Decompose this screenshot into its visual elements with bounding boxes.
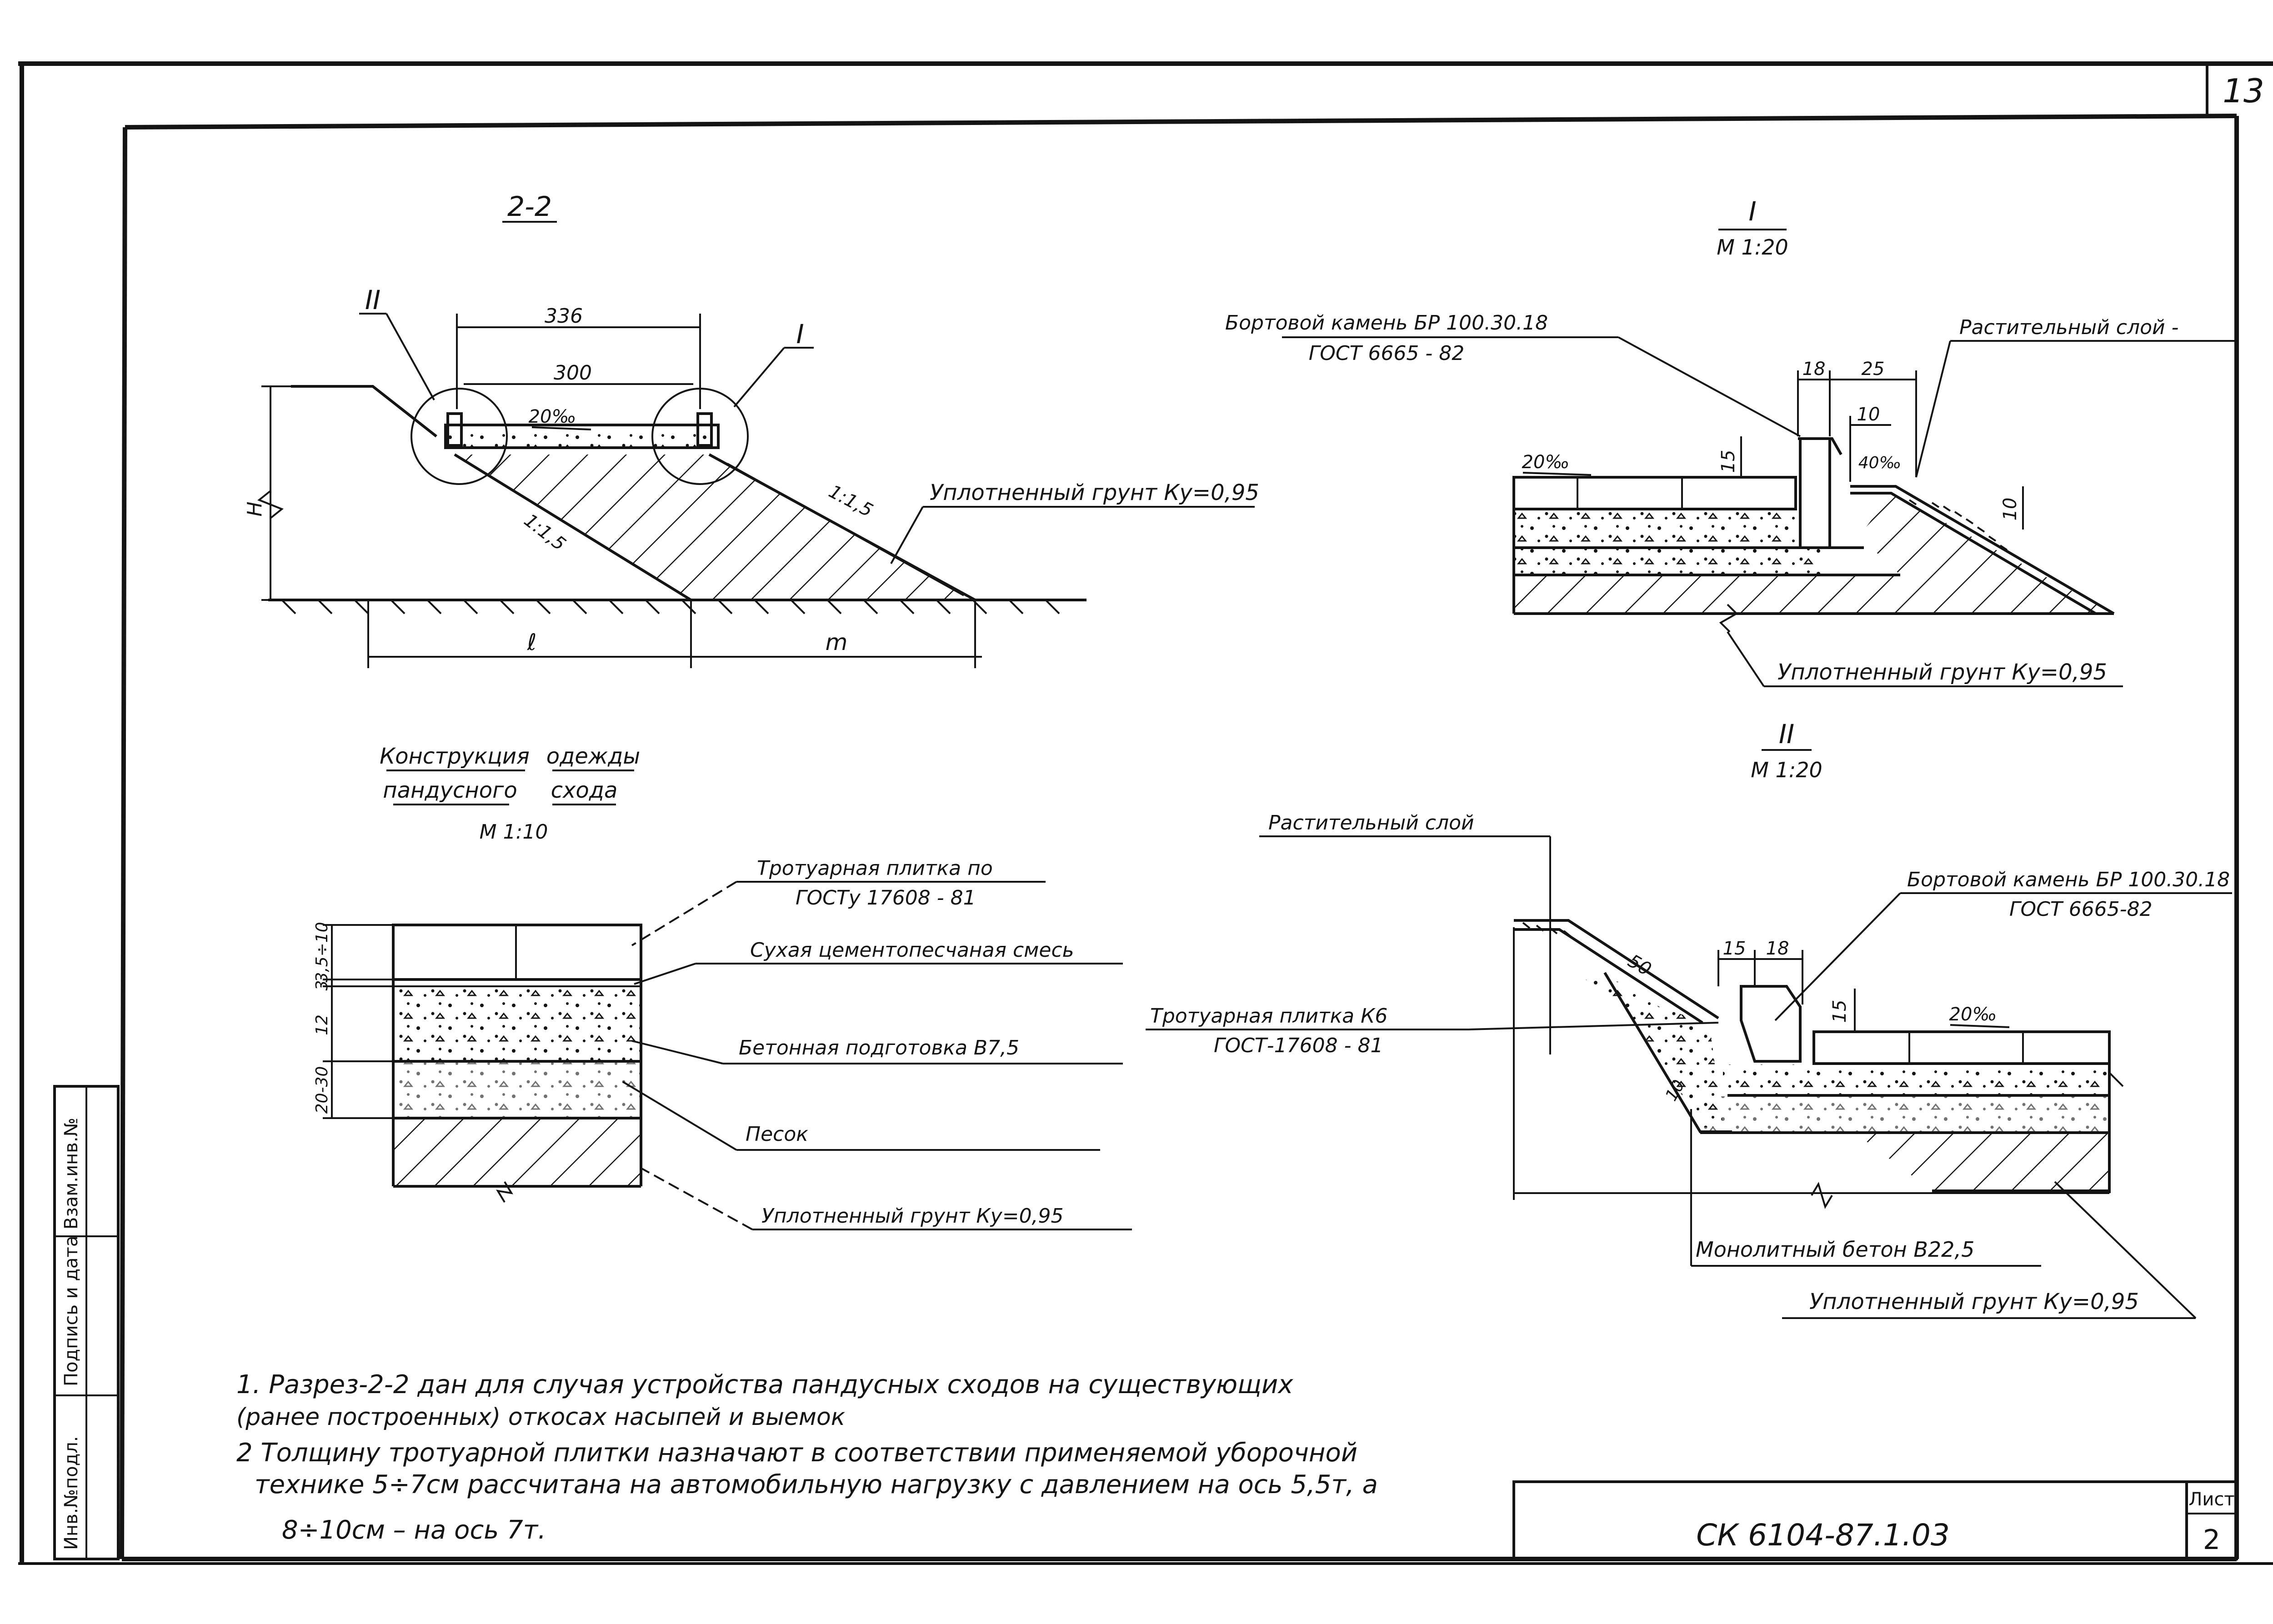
dim-l: ℓ: [527, 629, 537, 655]
pavement-layer-5: Уплотненный грунт Ку=0,95: [761, 1204, 1064, 1228]
detail-I-curb-label-2: ГОСТ 6665 - 82: [1309, 342, 1465, 365]
detail-II-title: II: [1779, 719, 1794, 750]
pavement-layer-1: Тротуарная плитка по: [757, 857, 993, 880]
detail-I-title: I: [1748, 196, 1756, 227]
slope-right: 1:1,5: [825, 481, 876, 521]
note-line-1: 1. Разрез-2-2 дан для случая устройства …: [236, 1370, 1293, 1399]
detail-I: I М 1:20 Бортовой камень БР 100.30.18 ГО…: [1225, 196, 2237, 687]
detail-I-dim-10a: 10: [1857, 404, 1880, 425]
pavement-dim-4: 20-30: [313, 1066, 331, 1114]
note-line-5: 8÷10см – на ось 7т.: [282, 1515, 546, 1545]
detail-I-slope-40: 40‰: [1858, 454, 1901, 472]
detail-I-dim-15: 15: [1718, 450, 1739, 473]
sheet-frame: [18, 61, 2273, 1565]
pavement-title-2a: пандусного: [383, 778, 517, 803]
ground-ticks: [281, 599, 1060, 615]
detail-I-veg-label: Растительный слой -: [1959, 316, 2178, 339]
section-2-2-title: 2-2: [507, 191, 552, 223]
detail-II-tile-label-1: Тротуарная плитка К6: [1150, 1004, 1387, 1028]
detail-I-slope-20: 20‰: [1522, 452, 1570, 473]
pavement-dim-2: 3: [313, 980, 331, 991]
detail-I-dim-25: 25: [1862, 359, 1885, 380]
detail-II-scale: М 1:20: [1751, 758, 1822, 782]
detail-II-slope-20: 20‰: [1949, 1004, 1997, 1025]
stamp-signature-date: Подпись и дата: [61, 1236, 82, 1386]
detail-I-soil-label: Уплотненный грунт Ку=0,95: [1777, 660, 2107, 685]
detail-II-dim-15b: 15: [1829, 1000, 1850, 1023]
detail-II: II М 1:20 Растительный слой Бортовой кам…: [1146, 719, 2232, 1319]
detail-II-dim-15a: 15: [1723, 938, 1746, 959]
dim-m: m: [826, 629, 848, 655]
pavement-layer-4: Песок: [746, 1123, 808, 1146]
pavement-layer-3: Бетонная подготовка В7,5: [739, 1036, 1019, 1059]
section-2-2: 2-2 II I 336 300 20‰: [243, 191, 1259, 668]
detail-II-concrete-label: Монолитный бетон В22,5: [1696, 1237, 1974, 1262]
stamp-vzam-inv: Взам.инв.№: [61, 1118, 82, 1229]
section-soil-label: Уплотненный грунт Ку=0,95: [930, 480, 1259, 505]
detail-II-veg-label: Растительный слой: [1268, 811, 1474, 834]
detail-I-curb-label-1: Бортовой камень БР 100.30.18: [1225, 311, 1548, 335]
callout-II: II: [365, 285, 381, 315]
slope-20-promille: 20‰: [529, 406, 576, 427]
detail-II-tile-label-2: ГОСТ-17608 - 81: [1214, 1034, 1383, 1057]
list-label: Лист: [2188, 1489, 2234, 1510]
side-stamp: Инв.№подл. Подпись и дата Взам.инв.№: [53, 1085, 120, 1560]
pavement-layer-1b: ГОСТу 17608 - 81: [796, 886, 976, 909]
dim-300: 300: [554, 361, 592, 385]
document-code: СК 6104-87.1.03: [1696, 1518, 1950, 1553]
pavement-scale: М 1:10: [480, 820, 548, 844]
detail-I-dim-18: 18: [1802, 359, 1826, 380]
page-number: 13: [2223, 72, 2264, 110]
notes: 1. Разрез-2-2 дан для случая устройства …: [236, 1370, 1378, 1545]
callout-I: I: [796, 319, 804, 350]
detail-I-dim-10b: 10: [2000, 498, 2021, 521]
note-line-2: (ранее построенных) откосах насыпей и вы…: [236, 1404, 846, 1431]
detail-II-curb-label-1: Бортовой камень БР 100.30.18: [1907, 868, 2230, 891]
detail-II-curb-label-2: ГОСТ 6665-82: [2009, 898, 2153, 921]
note-line-3: 2 Толщину тротуарной плитки назначают в …: [236, 1438, 1357, 1468]
note-line-4: технике 5÷7см рассчитана на автомобильну…: [255, 1470, 1378, 1499]
stamp-inv-podl: Инв.№подл.: [61, 1436, 82, 1550]
pavement-title-1b: одежды: [546, 744, 640, 769]
pavement-construction: Конструкция одежды пандусного схода М 1:…: [313, 744, 1132, 1230]
list-number: 2: [2203, 1524, 2220, 1556]
dim-336: 336: [545, 305, 583, 328]
pavement-title-1a: Конструкция: [380, 744, 530, 769]
title-block: [1512, 1480, 2238, 1560]
pavement-dim-1: 3,5÷10: [313, 922, 331, 982]
dim-h: H: [243, 501, 266, 516]
detail-II-soil-label: Уплотненный грунт Ку=0,95: [1809, 1289, 2139, 1314]
detail-I-scale: М 1:20: [1717, 235, 1788, 260]
pavement-title-2b: схода: [551, 778, 618, 803]
pavement-dim-3: 12: [313, 1014, 331, 1035]
detail-II-dim-18: 18: [1766, 938, 1789, 959]
pavement-layer-2: Сухая цементопесчаная смесь: [750, 939, 1074, 962]
